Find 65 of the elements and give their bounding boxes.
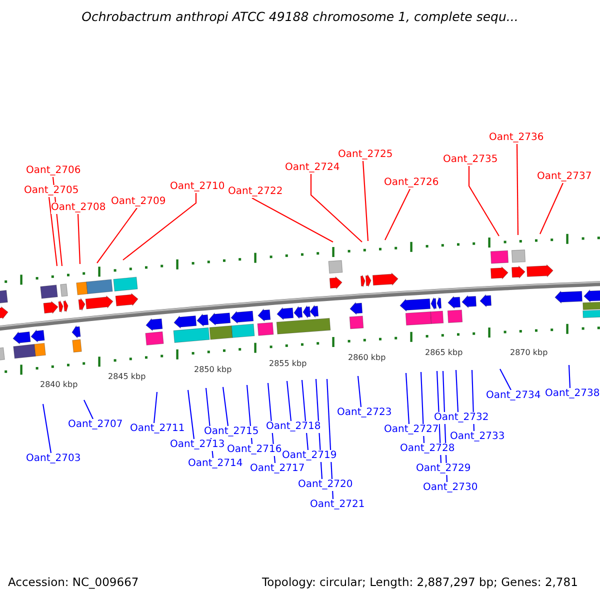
gene-label: Oant_2724 <box>285 162 340 174</box>
leader-line <box>153 392 158 424</box>
gene-label: Oant_2736 <box>489 132 544 144</box>
gene-label: Oant_2732 <box>434 412 489 424</box>
leader-line <box>48 196 58 266</box>
scale-label: 2845 kbp <box>108 371 146 383</box>
title: Ochrobactrum anthropi ATCC 49188 chromosome 1, complete sequ... <box>80 11 520 23</box>
leader-line <box>222 386 229 426</box>
leader-line <box>500 368 512 390</box>
gene-label: Oant_2721 <box>310 499 365 511</box>
gene-label: Oant_2703 <box>26 453 81 465</box>
gene-label: Oant_2716 <box>227 444 282 456</box>
gene-label: Oant_2735 <box>443 154 498 166</box>
gene-label: Oant_2709 <box>111 196 166 208</box>
scale-label: 2840 kbp <box>40 379 78 391</box>
leader-line <box>540 182 564 234</box>
gene-label: Oant_2733 <box>450 431 505 443</box>
gene-label: Oant_2728 <box>400 443 455 455</box>
gene-label: Oant_2718 <box>266 421 321 433</box>
gene-label: Oant_2717 <box>250 463 305 475</box>
gene-label: Oant_2706 <box>26 165 81 177</box>
gene-label: Oant_2714 <box>188 458 243 470</box>
gene-label: Oant_2726 <box>384 177 439 189</box>
gene-label: Oant_2720 <box>298 479 353 491</box>
gene-label: Oant_2730 <box>423 482 478 494</box>
leader-line <box>568 364 571 388</box>
gene-label: Oant_2738 <box>545 388 600 400</box>
gene-label: Oant_2705 <box>24 185 79 197</box>
scale-label: 2865 kbp <box>425 347 463 359</box>
leader-line <box>362 160 369 242</box>
leader-line <box>310 174 362 242</box>
scale-label: 2860 kbp <box>348 352 386 364</box>
scale-label: 2855 kbp <box>269 358 307 370</box>
leader-line <box>455 370 459 412</box>
gene-label: Oant_2725 <box>338 149 393 161</box>
leader-line <box>42 404 52 454</box>
gene-label: Oant_2707 <box>68 419 123 431</box>
leader-line <box>405 372 410 424</box>
gene-label: Oant_2715 <box>204 426 259 438</box>
gene-label: Oant_2713 <box>170 439 225 451</box>
gene-label: Oant_2729 <box>416 463 471 475</box>
gene-label: Oant_2727 <box>384 424 439 436</box>
leader-line <box>468 166 500 236</box>
leader-line <box>77 214 81 264</box>
gene-label: Oant_2710 <box>170 181 225 193</box>
gene-label: Oant_2722 <box>228 186 283 198</box>
leader-line <box>357 376 362 408</box>
leader-line <box>286 380 292 422</box>
sequence-info-text: Topology: circular; Length: 2,887,297 bp; Genes: 2,781 <box>262 576 578 588</box>
scale-label: 2850 kbp <box>194 364 232 376</box>
leader-line <box>516 144 519 235</box>
scale-label: 2870 kbp <box>510 347 548 359</box>
leader-line <box>84 400 94 420</box>
gene-label: Oant_2723 <box>337 407 392 419</box>
gene-label: Oant_2734 <box>486 390 541 402</box>
gene-label: Oant_2737 <box>537 171 592 183</box>
accession-text: Accession: NC_009667 <box>8 576 139 588</box>
gene-label: Oant_2711 <box>130 423 185 435</box>
leader-line <box>122 193 197 260</box>
leader-line <box>384 188 410 240</box>
gene-label: Oant_2719 <box>282 450 337 462</box>
gene-label: Oant_2708 <box>51 202 106 214</box>
leader-line <box>96 208 138 264</box>
leader-line <box>187 390 195 440</box>
leader-line <box>252 198 334 242</box>
